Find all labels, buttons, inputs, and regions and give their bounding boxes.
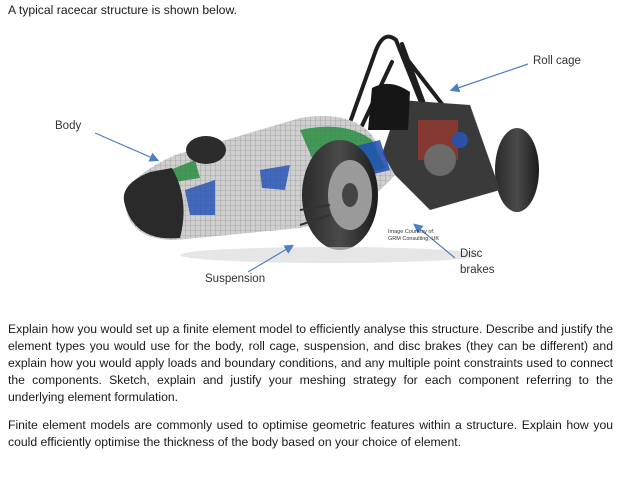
rear-engine	[380, 100, 500, 210]
suspension-arrow	[247, 244, 295, 273]
question-paragraph-2: Finite element models are commonly used …	[8, 418, 613, 449]
ground-shadow	[180, 247, 480, 263]
image-courtesy-line1: Image Courtesy of:	[388, 229, 435, 235]
label-roll-cage: Roll cage	[533, 55, 581, 67]
question-paragraph-1: Explain how you would set up a finite el…	[8, 322, 613, 404]
rear-wheel	[495, 128, 539, 212]
label-suspension: Suspension	[205, 273, 266, 285]
body-arrow	[94, 132, 160, 162]
intro-text: A typical racecar structure is shown bel…	[8, 3, 237, 17]
label-disc-brakes-line1: Disc	[460, 248, 483, 260]
label-disc-brakes: Disc brakes	[460, 246, 520, 278]
label-disc-brakes-line2: brakes	[460, 264, 495, 276]
front-right-wheel	[302, 140, 378, 250]
suspension-arms	[299, 204, 331, 226]
disc-brakes-arrow	[413, 223, 456, 259]
racecar-image	[94, 34, 539, 273]
image-courtesy-line2: GRM Consulting, UK	[388, 235, 440, 242]
front-left-wheel	[186, 136, 226, 164]
racecar-figure: Roll cage Body Disc brakes Suspension Im…	[55, 34, 581, 285]
seat	[368, 83, 410, 130]
image-courtesy: Image Courtesy of: GRM Consulting, UK	[388, 229, 439, 242]
label-body: Body	[55, 120, 82, 132]
roll-cage-arrow	[449, 63, 529, 93]
